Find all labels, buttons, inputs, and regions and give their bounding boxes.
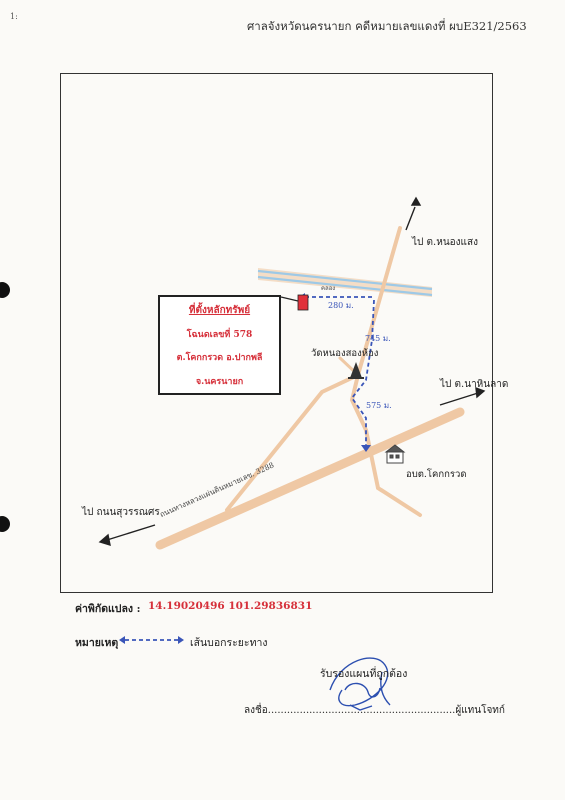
canal (257, 268, 433, 297)
road-north (356, 226, 402, 377)
label-to-nong-saeng: ไป ต.หนองแสง (412, 237, 478, 248)
callout-province: จ.นครนายก (195, 377, 244, 387)
page-mark: 1: (10, 12, 18, 21)
label-distance-575: 575 ม. (366, 401, 392, 410)
route-line (305, 296, 375, 445)
building-icon (384, 444, 406, 464)
signature-scribble (329, 657, 391, 711)
label-temple: วัดหนองสองห้อง (311, 348, 379, 359)
certify-text: รับรองแผนที่ถูกต้อง (320, 668, 408, 680)
label-to-suwannasorn: ไป ถนนสุวรรณศร (82, 507, 160, 518)
callout-subdistrict: ต.โคกกรวด อ.ปากพลี (176, 353, 263, 363)
callout-title: ที่ตั้งหลักทรัพย์ (188, 305, 251, 316)
coords-label: ค่าพิกัดแปลง : (75, 603, 141, 615)
label-to-na-hin-lat: ไป ต.นาหินลาด (440, 379, 509, 390)
direction-arrows (98, 196, 486, 547)
route-arrowhead-end (361, 445, 371, 452)
arrow-west (106, 524, 156, 541)
roads (155, 226, 465, 550)
legend-text: เส้นบอกระยะทาง (190, 637, 268, 649)
arrow-east (439, 392, 479, 406)
coords-value: 14.19020496 101.29836831 (148, 600, 313, 612)
temple-icon (348, 362, 364, 379)
property-callout: ที่ตั้งหลักทรัพย์ โฉนดเลขที่ 578 ต.โคกกร… (158, 295, 281, 395)
sign-line: ลงชื่อ..................................… (244, 705, 505, 716)
road-south (349, 373, 422, 517)
callout-leader (280, 296, 299, 302)
punch-hole-bottom (0, 516, 10, 532)
case-title: ศาลจังหวัดนครนายก คดีหมายเลขแดงที่ ผบE32… (247, 19, 527, 33)
road-west (225, 373, 360, 512)
map-frame (60, 73, 493, 593)
label-sao: อบต.โคกกรวด (406, 469, 467, 480)
label-distance-745: 745 ม. (365, 334, 391, 343)
arrow-north (405, 206, 416, 231)
legend-label: หมายเหตุ (75, 637, 119, 649)
highway-3288 (155, 407, 465, 550)
label-canal: คลอง (321, 285, 336, 292)
property-marker (297, 294, 309, 311)
punch-hole-top (0, 282, 10, 298)
callout-deed: โฉนดเลขที่ 578 (186, 330, 253, 340)
label-distance-280: 280 ม. (328, 301, 354, 310)
